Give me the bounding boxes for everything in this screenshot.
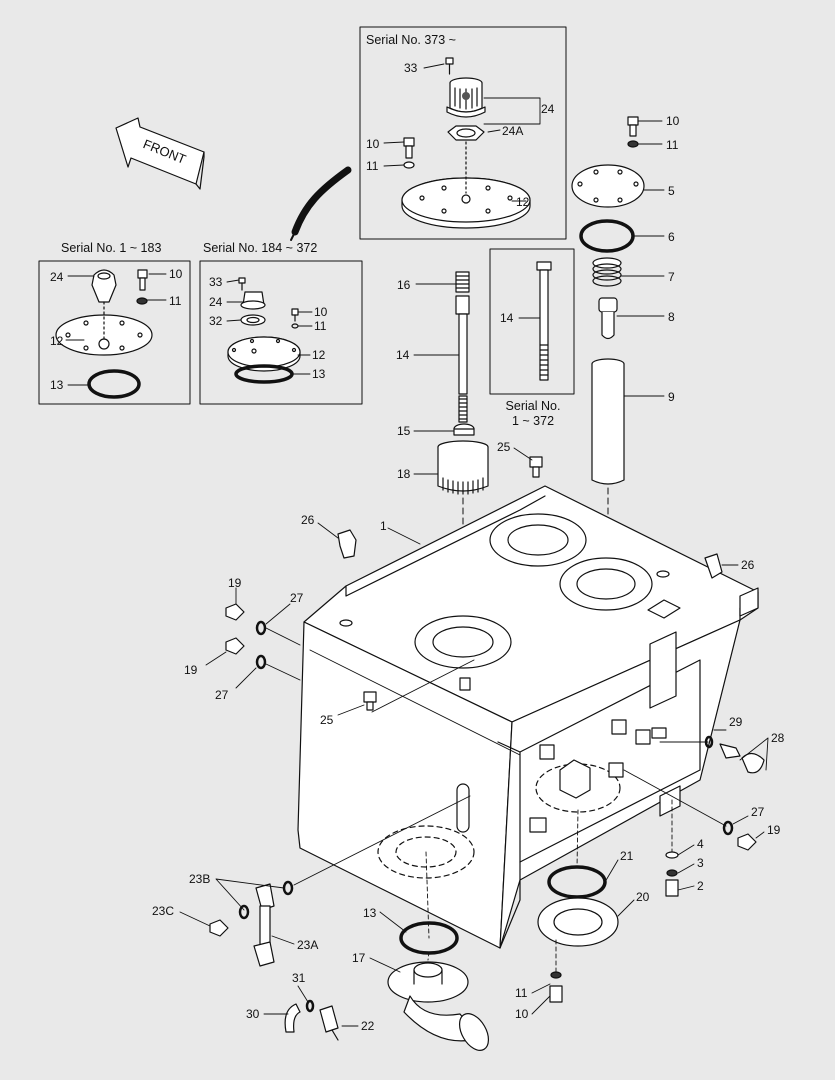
part-number: 10: [169, 267, 183, 281]
part-number: 10: [666, 114, 680, 128]
part-number: 4: [697, 837, 704, 851]
part-number: 25: [320, 713, 334, 727]
part-number: 7: [668, 270, 675, 284]
right-column-parts: [571, 116, 645, 561]
part-number: 19: [767, 823, 781, 837]
part-number: 19: [228, 576, 242, 590]
hydraulic-tank: [297, 485, 759, 949]
part-number: 10: [515, 1007, 529, 1021]
part-number: 23B: [189, 872, 211, 886]
part-number: 28: [771, 731, 785, 745]
part-number: 11: [515, 986, 528, 1000]
part-number: 14: [396, 348, 410, 362]
part-number: 27: [215, 688, 229, 702]
part-number: 9: [668, 390, 675, 404]
part-number: 31: [292, 971, 306, 985]
part-number: 18: [397, 467, 411, 481]
part-number: 24: [50, 270, 64, 284]
curved-leader: [291, 166, 352, 236]
part-number: 11: [366, 159, 379, 173]
part-number: 23C: [152, 904, 175, 918]
inset-title-serial-1-372-line2: 1 ~ 372: [511, 414, 555, 428]
part-number: 21: [620, 849, 634, 863]
leader-lines: [65, 63, 769, 1027]
part-number: 12: [516, 195, 530, 209]
inset-box-serial-1-183: [38, 260, 191, 405]
part-number: 27: [290, 591, 304, 605]
part-number: 13: [312, 367, 326, 381]
part-number: 5: [668, 184, 675, 198]
part-number: 24: [209, 295, 223, 309]
inset-title-serial-1-183: Serial No. 1 ~ 183: [61, 241, 162, 255]
part-number: 22: [361, 1019, 375, 1033]
part-number: 13: [363, 906, 377, 920]
part-number: 26: [301, 513, 315, 527]
part-number: 2: [697, 879, 704, 893]
part-number: 15: [397, 424, 411, 438]
inset-box-serial-184-372: [199, 260, 363, 405]
inset-title-serial-1-372-line1: Serial No.: [505, 399, 561, 413]
inset-box-serial-1-372: [489, 248, 575, 395]
part-number: 13: [50, 378, 64, 392]
part-number: 8: [668, 310, 675, 324]
part-number: 27: [751, 805, 765, 819]
inset-title-serial-184-372: Serial No. 184 ~ 372: [203, 241, 318, 255]
part-number: 19: [184, 663, 198, 677]
part-number: 33: [404, 61, 418, 75]
part-number: 24A: [502, 124, 524, 138]
part-number: 24: [541, 102, 555, 116]
part-number: 10: [314, 305, 328, 319]
part-number: 11: [666, 138, 679, 152]
part-number: 32: [209, 314, 223, 328]
part-number: 30: [246, 1007, 260, 1021]
part-number: 12: [50, 334, 64, 348]
part-number: 29: [729, 715, 743, 729]
inset-184-372-parts: [227, 277, 301, 384]
part-number: 10: [366, 137, 380, 151]
part-number: 3: [697, 856, 704, 870]
part-number: 33: [209, 275, 223, 289]
part-number: 26: [741, 558, 755, 572]
assembly-lines: [425, 799, 673, 973]
part-number: 17: [352, 951, 366, 965]
part-number: 6: [668, 230, 675, 244]
part-number: 25: [497, 440, 511, 454]
part-number: 1: [380, 519, 387, 533]
inset-title-serial-373: Serial No. 373 ~: [366, 33, 456, 47]
part-number: 11: [169, 294, 182, 308]
part-number: 12: [312, 348, 326, 362]
part-number: 23A: [297, 938, 319, 952]
part-number: 16: [397, 278, 411, 292]
front-arrow-icon: [115, 117, 205, 190]
part-number: 14: [500, 311, 514, 325]
part-number: 11: [314, 319, 327, 333]
inset-box-serial-373: [359, 26, 567, 240]
inset-1-183-parts: [55, 269, 153, 399]
filter-assembly: [437, 261, 552, 641]
inset-373-parts: [401, 57, 531, 229]
part-number: 20: [636, 890, 650, 904]
